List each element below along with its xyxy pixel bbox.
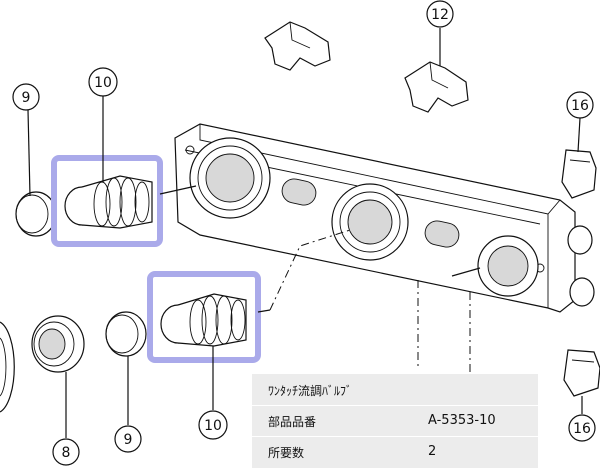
highlight-box-upper [51,155,163,247]
nut-8 [31,315,85,373]
quantity-label: 所要数 [268,446,305,460]
quantity-value: 2 [428,444,437,459]
callout-16-lower: 16 [568,414,596,442]
partial-fitting-left [0,321,15,413]
callout-10-upper-label: 10 [94,75,112,91]
callout-12: 12 [426,0,454,28]
part-info-panel: ﾜﾝﾀｯﾁ流調ﾊﾞﾙﾌﾞ 部品品番 A-5353-10 所要数 2 [252,374,538,468]
part-number-label: 部品品番 [268,415,317,429]
highlight-box-lower [147,271,261,363]
callout-8: 8 [52,438,80,466]
o-ring-9-upper [15,191,57,237]
part-number-value: A-5353-10 [428,413,496,428]
callout-16-upper: 16 [566,91,594,119]
clip-12-upper [264,21,331,71]
product-name: ﾜﾝﾀｯﾁ流調ﾊﾞﾙﾌﾞ [268,384,353,398]
callout-9-upper: 9 [12,83,40,111]
valve-housing [174,123,595,313]
callout-8-label: 8 [62,445,71,461]
o-ring-9-lower [105,311,147,357]
callout-9-lower: 9 [114,425,142,453]
valve-10-lower [160,293,247,347]
valve-10-upper [64,175,153,229]
clip-16-upper [561,149,597,199]
callout-10-upper: 10 [88,67,118,97]
callout-16-upper-label: 16 [571,98,589,114]
leader-lines [27,28,583,438]
callout-12-label: 12 [431,7,449,23]
callout-16-lower-label: 16 [573,421,591,437]
callout-9-upper-label: 9 [22,90,31,106]
callout-9-lower-label: 9 [124,432,133,448]
clip-16-lower [563,349,600,397]
callout-10-lower-label: 10 [204,418,222,434]
callout-10-lower: 10 [198,410,228,440]
info-row-part-number: 部品品番 A-5353-10 [252,405,538,437]
info-row-quantity: 所要数 2 [252,436,538,467]
info-row-product: ﾜﾝﾀｯﾁ流調ﾊﾞﾙﾌﾞ [252,374,538,406]
clip-12-lower [404,61,469,113]
assembly-lines [159,185,481,374]
